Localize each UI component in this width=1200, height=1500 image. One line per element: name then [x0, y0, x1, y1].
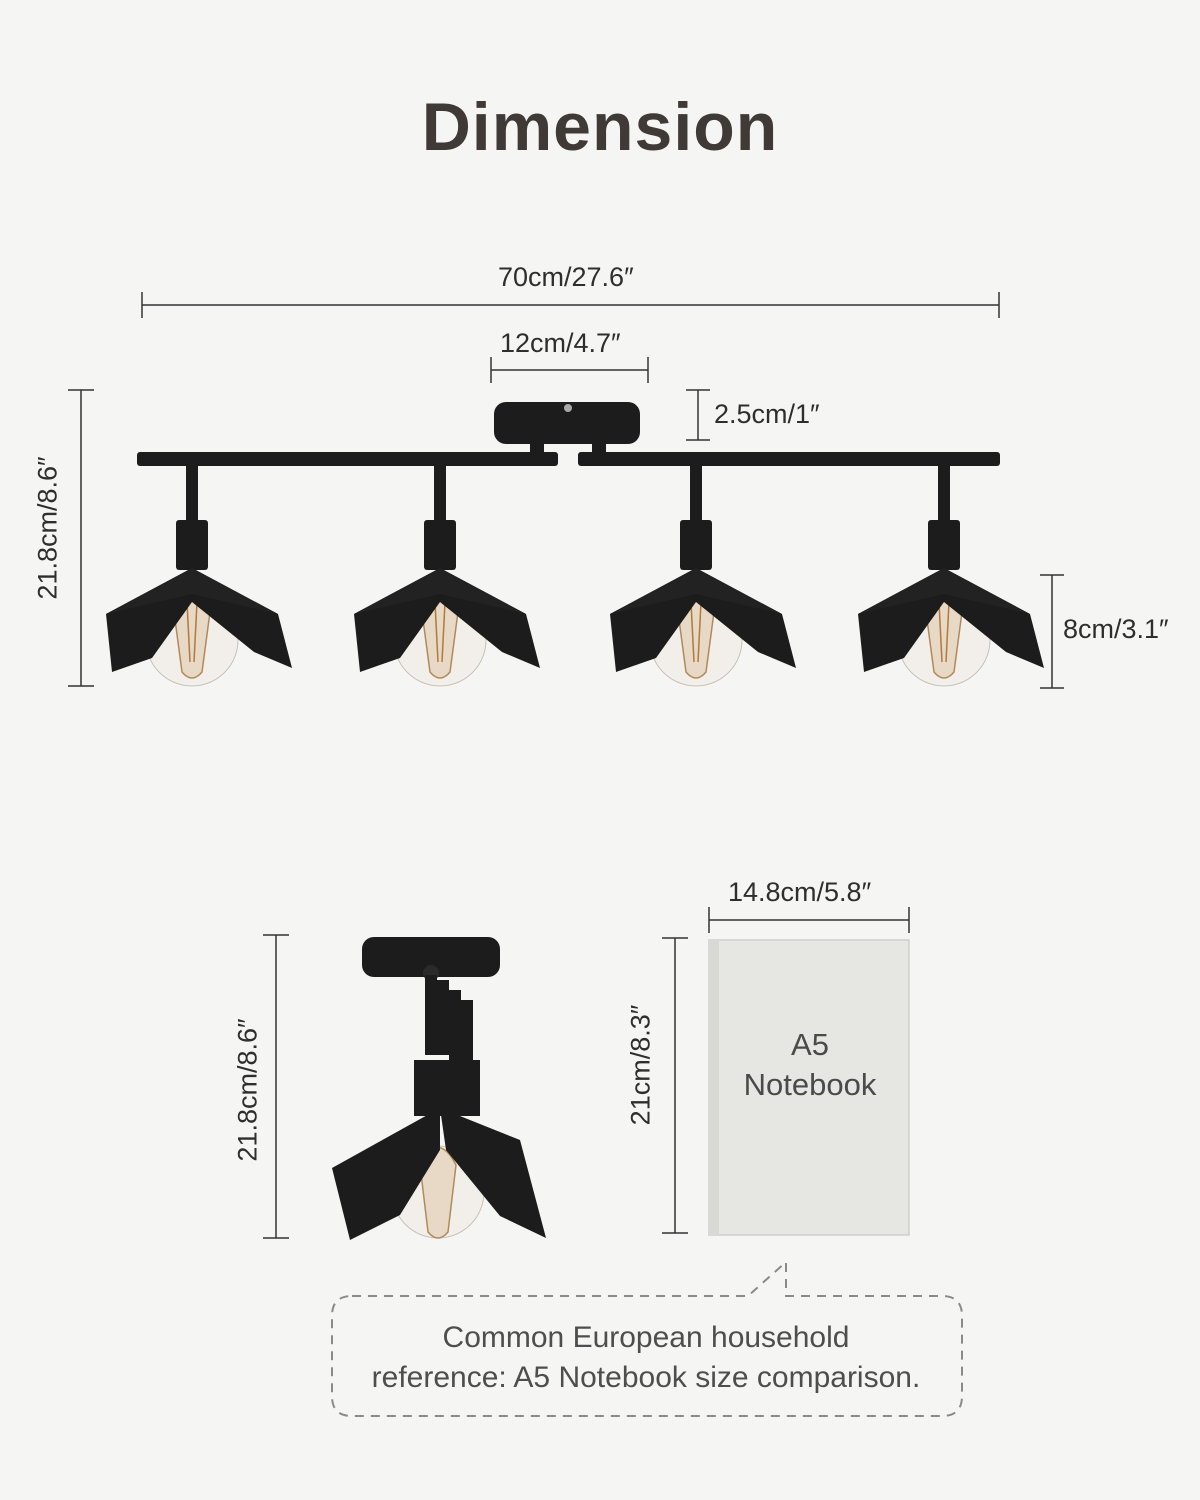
total-height-label: 21.8cm/8.6″	[32, 456, 63, 600]
left-bar	[137, 452, 558, 466]
light-head-2	[353, 461, 541, 687]
track-light-fixture	[137, 402, 1000, 466]
side-view-fixture	[332, 937, 546, 1240]
canopy-screw	[564, 404, 572, 412]
notebook-label-line2: Notebook	[743, 1067, 877, 1102]
shade-height-label: 8cm/3.1″	[1063, 614, 1169, 644]
callout-bubble	[331, 1259, 963, 1417]
a5-notebook	[708, 939, 910, 1236]
note-line1: Common European household	[442, 1321, 850, 1354]
light-head-4	[857, 461, 1045, 687]
note-line2: reference: A5 Notebook size comparison.	[371, 1361, 921, 1394]
overall-width-label: 70cm/27.6″	[498, 262, 634, 292]
right-bar	[578, 452, 1000, 466]
light-head-3	[609, 461, 797, 687]
light-head-1	[105, 461, 293, 687]
canopy-height-label: 2.5cm/1″	[714, 399, 820, 429]
side-height-label: 21.8cm/8.6″	[232, 1018, 263, 1162]
dimension-lines	[68, 292, 1064, 1239]
notebook-label: A5 Notebook	[710, 1025, 910, 1105]
comparison-note: Common European household reference: A5 …	[330, 1318, 962, 1398]
page-title: Dimension	[421, 89, 779, 165]
notebook-width-label: 14.8cm/5.8″	[728, 877, 872, 907]
canopy-width-label: 12cm/4.7″	[500, 328, 621, 358]
notebook-label-line1: A5	[791, 1027, 829, 1062]
notebook-height-label: 21cm/8.3″	[625, 1004, 656, 1126]
